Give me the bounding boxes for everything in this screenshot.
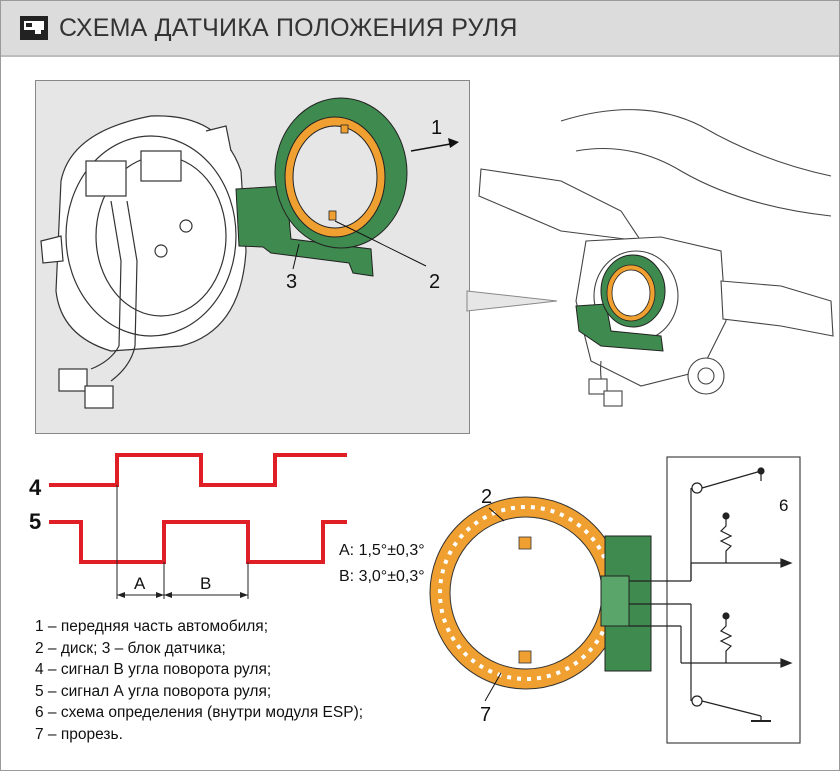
callout-2b: 2 [481, 486, 492, 508]
header-bar: СХЕМА ДАТЧИКА ПОЛОЖЕНИЯ РУЛЯ [1, 1, 839, 57]
legend-item-4: 5 – сигнал А угла поворота руля; [35, 682, 272, 700]
sensor-disc-drawing [235, 97, 408, 277]
interval-a-label: A [134, 574, 146, 593]
slotted-disc-drawing [429, 496, 652, 690]
spec-b-text: B: 3,0°±0,3° [339, 568, 425, 585]
page-title: СХЕМА ДАТЧИКА ПОЛОЖЕНИЯ РУЛЯ [59, 14, 518, 42]
callout-3: 3 [286, 271, 297, 293]
legend-item-3: 4 – сигнал В угла поворота руля; [35, 661, 272, 679]
steering-column-drawing [478, 109, 834, 407]
legend-item-6: 7 – прорезь. [35, 725, 123, 743]
legend-item-2: 2 – диск; 3 – блок датчика; [35, 639, 226, 657]
zoom-wedge [466, 290, 558, 312]
callout-2: 2 [429, 271, 440, 293]
legend-item-5: 6 – схема определения (внутри модуля ESP… [35, 704, 364, 722]
legend: 1 – передняя часть автомобиля; 2 – диск;… [35, 616, 363, 746]
callout-7: 7 [480, 704, 491, 726]
steering-diagram-icon [20, 16, 48, 40]
callout-6: 6 [779, 496, 788, 515]
clock-spring-drawing [40, 115, 247, 409]
legend-item-1: 1 – передняя часть автомобиля; [35, 618, 269, 635]
signal-waveforms [49, 453, 347, 599]
installed-sensor-drawing [575, 254, 666, 352]
callout-1: 1 [431, 117, 442, 139]
spec-a-text: A: 1,5°±0,3° [339, 542, 425, 559]
detection-circuit [629, 456, 801, 744]
callout-4: 4 [29, 475, 42, 500]
interval-b-label: B [200, 574, 211, 593]
callout-5: 5 [29, 509, 41, 534]
